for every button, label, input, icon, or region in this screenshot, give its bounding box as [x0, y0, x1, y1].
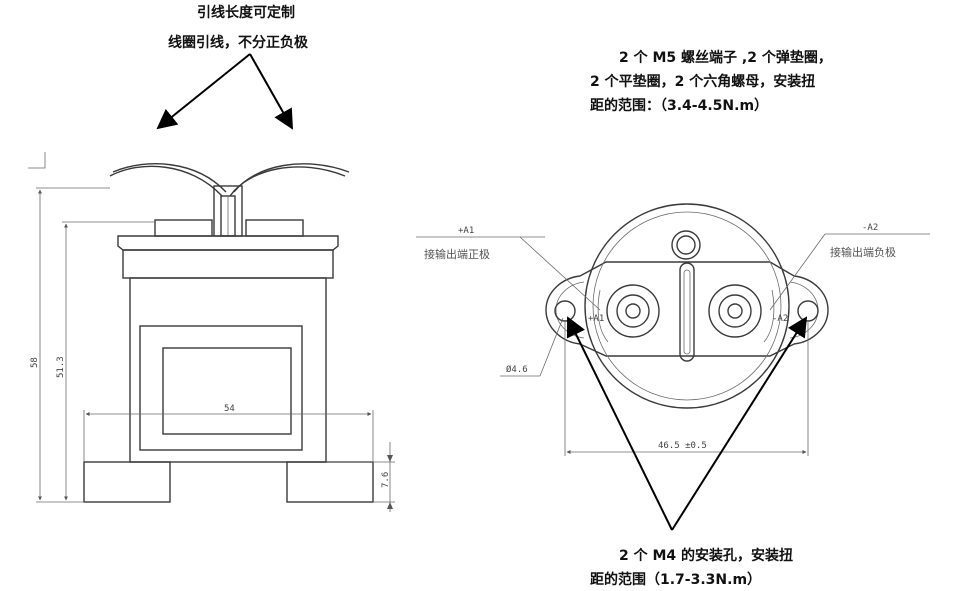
coil-lead-left-2 [112, 163, 227, 193]
m5-terminal-note-line3: 距的范围：（3.4-4.5N.m） [590, 98, 769, 114]
lead-length-note: 引线长度可定制 [197, 5, 295, 21]
m5-terminal-note-line2: 2 个平垫圈，2 个六角螺母，安装扭 [590, 74, 816, 90]
m5-terminal-note-line1: 2 个 M5 螺丝端子 ,2 个弹垫圈， [619, 50, 832, 66]
mounting-flange [545, 261, 829, 357]
mounting-hole-right [797, 300, 819, 322]
cap-band [122, 249, 334, 279]
dim-width: 54 [224, 404, 235, 414]
coil-lead-right-2 [233, 163, 350, 193]
dim-height-total: 58 [30, 357, 40, 368]
coil-connector-inner [676, 235, 696, 255]
mounting-hole-left [554, 300, 576, 322]
body-outer-circle [584, 203, 790, 409]
label-negative: 接输出端负极 [830, 245, 896, 259]
lead-arrow-right [249, 53, 293, 130]
coil-lead-right [229, 166, 346, 197]
label-positive: 接输出端正极 [424, 247, 490, 261]
label-frame-outer [139, 325, 303, 451]
front-view: 58 51.3 54 7.6 [28, 152, 395, 512]
terminal-boss-left [154, 219, 213, 237]
coil-lead-left [109, 165, 223, 197]
coil-connector [671, 230, 701, 260]
label-negative-tag: -A2 [862, 223, 878, 233]
terminal-boss-right [245, 219, 304, 237]
m4-hole-note-line2: 距的范围（1.7-3.3N.m） [590, 572, 762, 588]
m4-arrow-right [671, 316, 808, 531]
inner-negative-tag: -A2 [772, 314, 788, 324]
coil-lead-note: 线圈引线，不分正负极 [168, 35, 308, 51]
corner-mark [28, 152, 46, 169]
m4-arrow-left [566, 316, 673, 531]
body-inner-circle [592, 211, 782, 401]
terminal-positive [606, 284, 660, 338]
label-frame-inner [162, 347, 292, 435]
housing [129, 277, 327, 463]
label-positive-tag: +A1 [458, 226, 474, 236]
dim-foot: 7.6 [381, 472, 391, 488]
top-cap [117, 235, 339, 251]
terminal-negative [708, 284, 762, 338]
foot-right [286, 461, 374, 503]
foot-left [83, 461, 171, 503]
center-slot [679, 262, 695, 362]
lead-arrow-left [156, 53, 251, 130]
dim-height-body: 51.3 [56, 356, 66, 378]
top-view: +A1 接输出端正极 -A2 接输出端负极 +A1 -A2 Ø4.6 46.5 … [416, 203, 930, 456]
m4-hole-note-line1: 2 个 M4 的安装孔，安装扭 [619, 548, 794, 564]
inner-positive-tag: +A1 [588, 314, 604, 324]
hole-spacing: 46.5 ±0.5 [658, 441, 707, 451]
hole-diameter: Ø4.6 [506, 364, 528, 375]
